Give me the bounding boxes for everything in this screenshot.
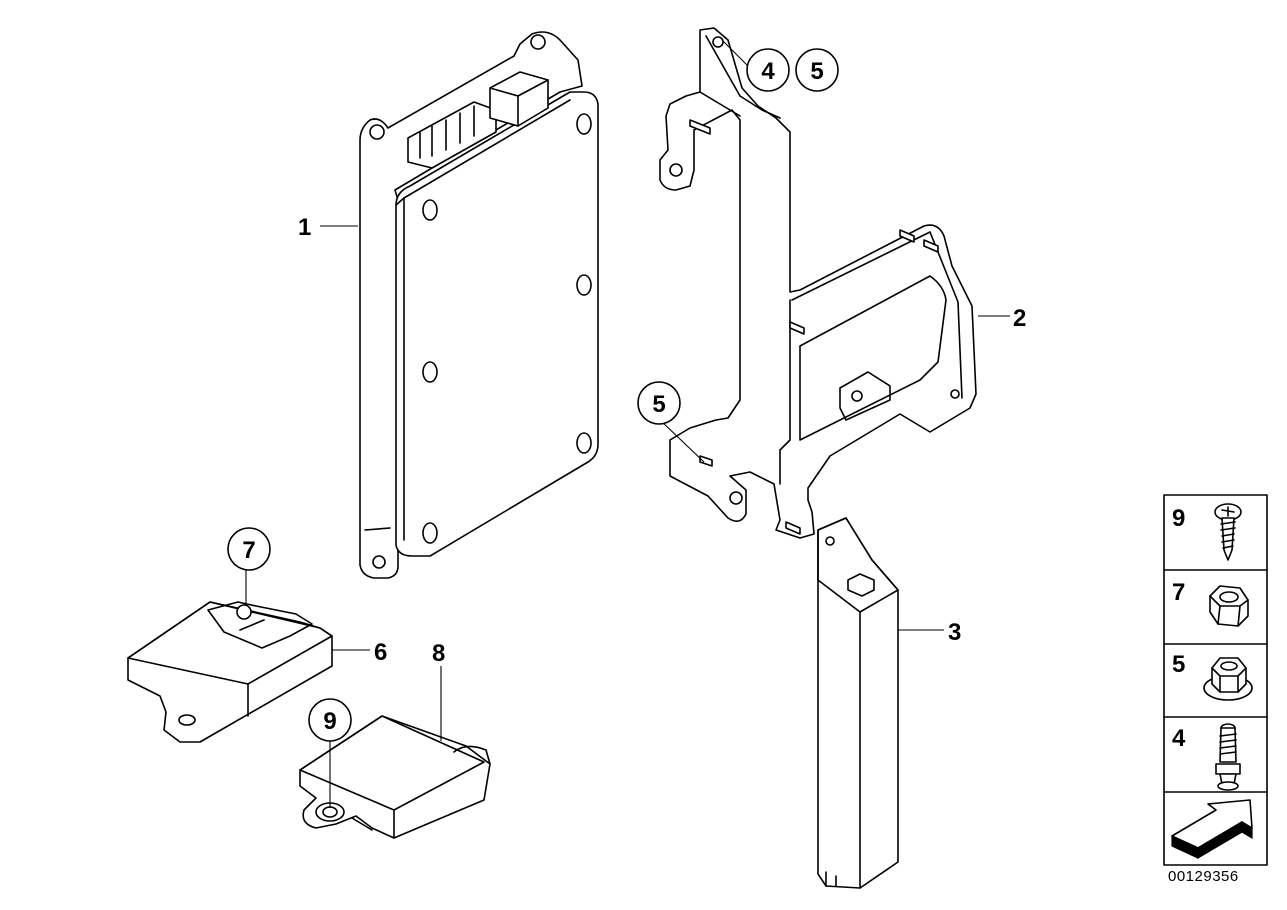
- part-label-2: 2: [1013, 305, 1026, 332]
- callout-7: 7: [227, 527, 271, 604]
- svg-text:7: 7: [242, 537, 255, 564]
- hex-nut-icon: [1209, 585, 1249, 627]
- part-label-3: 3: [948, 619, 961, 646]
- callout-5-top: 5: [795, 48, 839, 92]
- callout-5-bracket: 5: [637, 381, 705, 463]
- mounting-bracket-part-2: [659, 27, 977, 539]
- svg-text:7: 7: [1172, 579, 1185, 606]
- control-module-part-1: [359, 31, 599, 579]
- part-label-6: 6: [374, 639, 387, 666]
- antenna-part-3: [817, 517, 899, 889]
- legend-row-4: 4: [1172, 723, 1241, 791]
- svg-text:5: 5: [810, 58, 823, 85]
- svg-text:5: 5: [1172, 651, 1185, 678]
- screw-icon: [1214, 503, 1242, 561]
- svg-text:9: 9: [1172, 505, 1185, 532]
- sensor-module-part-6: [127, 601, 333, 743]
- fastener-legend: 9 7 5: [1163, 494, 1268, 866]
- legend-row-7: 7: [1172, 579, 1249, 627]
- stud-bolt-icon: [1215, 723, 1241, 791]
- legend-row-5: 5: [1172, 651, 1253, 701]
- svg-text:4: 4: [761, 58, 775, 85]
- direction-arrow-icon: [1171, 799, 1253, 860]
- callout-4: 4: [721, 39, 790, 92]
- flange-nut-icon: [1203, 657, 1253, 701]
- callout-9: 9: [308, 698, 352, 808]
- part-label-8: 8: [432, 640, 445, 667]
- legend-row-9: 9: [1172, 503, 1242, 561]
- part-label-1: 1: [298, 214, 311, 241]
- control-box-part-8: [299, 715, 491, 839]
- svg-text:5: 5: [652, 391, 665, 418]
- svg-text:9: 9: [323, 708, 336, 735]
- document-number: 00129356: [1168, 868, 1239, 885]
- svg-text:4: 4: [1172, 725, 1186, 752]
